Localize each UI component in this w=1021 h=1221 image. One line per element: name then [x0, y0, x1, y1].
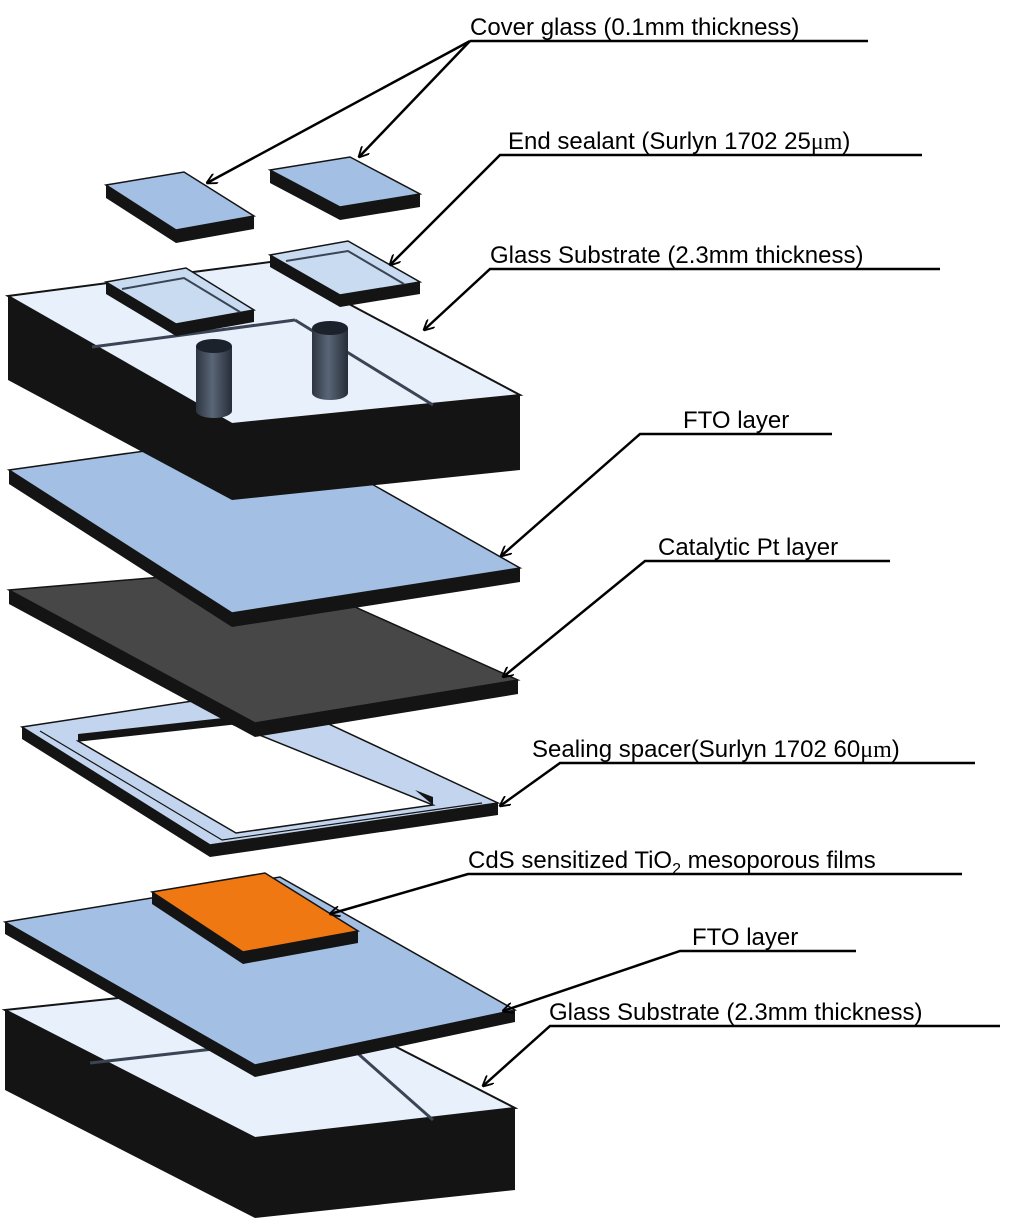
filling-tube-right	[312, 321, 348, 400]
label-glass-substrate-bottom: Glass Substrate (2.3mm thickness)	[549, 999, 922, 1026]
pt-side-edge	[255, 680, 518, 737]
cds-film-side-edge	[243, 931, 358, 964]
label-fto-top: FTO layer	[683, 407, 789, 434]
spacer-inner-line	[221, 802, 483, 841]
cds-film-front-edge	[152, 892, 243, 964]
bottom-glass-front-face	[5, 1010, 255, 1218]
leader-end-sealant	[390, 153, 922, 265]
top-fto-side-edge	[232, 568, 520, 627]
cover-glass-right	[267, 156, 423, 220]
top-glass-groove	[91, 318, 296, 349]
top-fto-front-edge	[9, 470, 232, 627]
cds-film-top-face	[149, 872, 361, 953]
leader-cover-glass-arrow	[359, 40, 471, 157]
leader-glass-top	[424, 267, 940, 330]
leader-glass-bottom	[483, 1024, 1000, 1086]
leader-lines	[207, 39, 1000, 1086]
cover-glass-left	[103, 171, 257, 243]
pt-front-edge	[9, 590, 255, 737]
labels: Cover glass (0.1mm thickness) End sealan…	[468, 14, 922, 1026]
bottom-fto-front-edge	[5, 922, 255, 1077]
label-cds-tio2: CdS sensitized TiO2 mesoporous films	[468, 847, 876, 878]
spacer-inner-wall	[415, 790, 433, 805]
leader-fto-bottom	[503, 949, 856, 1011]
end-sealant-right	[267, 240, 423, 307]
spacer-front-edge	[22, 727, 210, 857]
label-sealing-spacer: Sealing spacer(Surlyn 1702 60μm)	[532, 736, 900, 763]
bottom-fto-layer	[2, 876, 518, 1077]
label-pt-layer: Catalytic Pt layer	[658, 534, 838, 561]
leader-spacer	[500, 761, 975, 806]
cds-tio2-film	[149, 872, 361, 964]
spacer-inner-line	[39, 730, 223, 841]
top-glass-front-face	[8, 296, 232, 500]
label-glass-substrate-top: Glass Substrate (2.3mm thickness)	[490, 242, 863, 269]
label-fto-bottom: FTO layer	[692, 924, 798, 951]
spacer-side-edge	[210, 803, 498, 857]
spacer-inner-wall	[78, 717, 232, 741]
leader-pt	[503, 559, 890, 677]
bottom-fto-side-edge	[255, 1010, 515, 1077]
top-glass-side-face	[232, 395, 520, 500]
leader-cds	[330, 872, 962, 914]
bottom-glass-side-face	[255, 1108, 515, 1218]
pt-layer	[6, 567, 521, 737]
end-sealant-left	[103, 267, 257, 336]
label-cover-glass: Cover glass (0.1mm thickness)	[470, 14, 799, 41]
top-fto-layer	[6, 431, 523, 627]
filling-tube-left	[196, 339, 232, 418]
leader-fto-top	[501, 432, 832, 556]
label-end-sealant: End sealant (Surlyn 1702 25μm)	[508, 128, 850, 155]
leader-cover-glass-arrow	[207, 39, 471, 183]
top-glass-substrate	[4, 260, 524, 500]
